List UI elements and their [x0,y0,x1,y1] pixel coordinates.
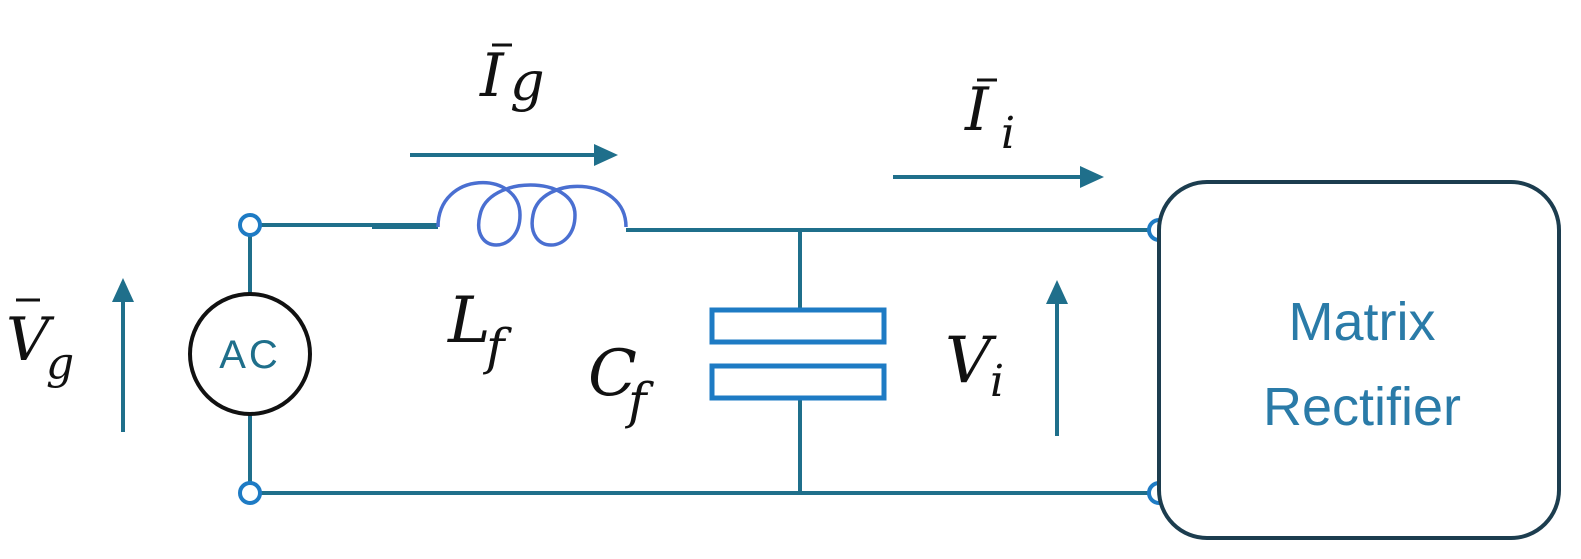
capacitor [709,307,887,401]
terminals [238,213,1171,505]
rectifier-label-line2: Rectifier [1263,377,1461,437]
terminal-source-bottom [238,481,262,505]
wires [248,223,1150,495]
label-source-voltage: V g [6,298,74,389]
label-input-current: I i [964,75,1015,159]
label-inductor-subscript: f [482,318,512,376]
matrix-rectifier-block: Matrix Rectifier [1157,180,1561,540]
ac-source-circle [188,292,312,416]
capacitor-plate-top [709,307,887,345]
rectifier-label-line1: Matrix [1289,292,1436,352]
ac-source: AC [188,292,312,416]
label-inductor-symbol: L [447,284,491,358]
label-input-voltage: V i [945,324,1004,407]
label-source-voltage-symbol: V [6,305,55,375]
matrix-rectifier-box [1157,180,1561,540]
label-grid-current-subscript: g [510,50,545,113]
label-capacitor: C f [588,337,654,430]
grid-current-arrow [410,144,618,166]
label-grid-current: I g [479,41,545,113]
label-grid-current-symbol: I [479,41,505,111]
capacitor-plate-bottom [709,363,887,401]
label-source-voltage-subscript: g [46,338,74,389]
terminal-source-top [238,213,262,237]
label-inductor: L f [447,284,512,376]
input-current-arrow [893,166,1104,188]
label-capacitor-symbol: C [588,337,637,411]
inductor-coil [372,181,686,247]
label-capacitor-subscript: f [624,372,654,430]
arrows [112,144,1104,436]
source-voltage-arrow [112,278,134,432]
ac-source-label: AC [219,333,281,377]
label-input-voltage-subscript: i [990,356,1004,407]
label-input-current-symbol: I [964,75,990,145]
label-input-voltage-symbol: V [945,324,997,398]
label-input-current-subscript: i [1001,108,1015,159]
input-voltage-arrow [1046,280,1068,436]
